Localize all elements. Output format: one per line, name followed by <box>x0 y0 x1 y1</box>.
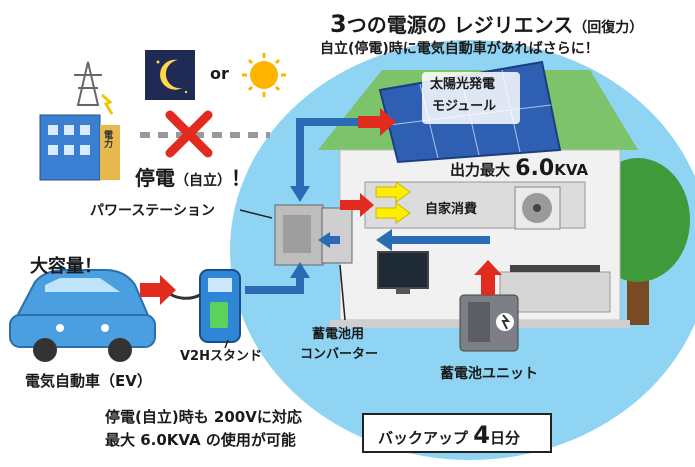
outage-paren: （自立） <box>175 173 231 189</box>
power-pylon-icon <box>74 61 114 115</box>
power-station-icon <box>274 204 353 266</box>
cross-icon <box>165 110 213 158</box>
outage-label: 停電（自立）！ <box>135 168 251 188</box>
moon-icon <box>145 50 195 100</box>
blue-arrow-solar-to-station <box>296 118 375 188</box>
ev-label: 電気自動車（EV） <box>25 372 152 390</box>
backup-days: 4 <box>473 421 490 449</box>
ev-car-icon <box>9 269 156 362</box>
battery-converter-label-2: コンバーター <box>300 347 379 362</box>
v2h-stand-label: V2Hスタンド <box>180 349 262 364</box>
solar-module-label-1: 太陽光発電 <box>430 77 496 92</box>
outage-main: 停電 <box>135 166 175 190</box>
title-number: 3 <box>330 10 347 38</box>
backup-unit: 日分 <box>489 429 520 447</box>
blue-arrow-converter <box>318 232 340 248</box>
footer-note-1: 停電(自立)時も 200Vに対応 <box>105 408 302 426</box>
large-capacity-label: 大容量！ <box>30 256 102 277</box>
title-main: つの電源の レジリエンス <box>346 13 574 37</box>
building-sign: 電力 <box>102 130 112 148</box>
header-subtitle: 自立(停電)時に電気自動車があればさらに！ <box>320 41 599 57</box>
battery-unit-icon <box>459 294 519 352</box>
power-station-label: パワーステーション <box>90 203 216 219</box>
backup-prefix: バックアップ <box>378 429 469 447</box>
battery-unit-label: 蓄電池ユニット <box>440 366 538 382</box>
output-max-value: 6.0 <box>515 156 555 181</box>
outage-bang: ！ <box>231 166 251 190</box>
red-arrow-battery-up <box>474 260 502 295</box>
yellow-arrow-2 <box>375 202 411 224</box>
building-icon <box>39 114 120 181</box>
or-label: or <box>210 64 229 83</box>
battery-converter-label-1: 蓄電池用 <box>312 327 365 342</box>
solar-module-label-2: モジュール <box>432 99 497 114</box>
red-arrow-solar <box>358 108 396 136</box>
red-arrow-station-out <box>340 193 374 217</box>
output-max-label: 出力最大 6.0KVA <box>450 158 588 180</box>
red-arrow-car-to-stand <box>140 275 176 305</box>
backup-box: バックアップ 4日分 <box>362 413 552 453</box>
output-max-prefix: 出力最大 <box>450 161 511 179</box>
self-consumption-label: 自家消費 <box>425 202 478 217</box>
v2h-stand-icon <box>163 269 241 343</box>
header-title: 3つの電源の レジリエンス（回復力） <box>330 12 643 36</box>
blue-arrow-stand-to-station <box>245 275 304 294</box>
footer-note-2: 最大 6.0KVA の使用が可能 <box>105 431 296 449</box>
yellow-arrow-1 <box>375 181 411 203</box>
title-paren: （回復力） <box>573 20 644 36</box>
output-max-unit: KVA <box>554 161 589 179</box>
tv-icon <box>377 251 429 294</box>
backup-label: バックアップ 4日分 <box>378 423 520 447</box>
sun-icon <box>242 53 286 97</box>
